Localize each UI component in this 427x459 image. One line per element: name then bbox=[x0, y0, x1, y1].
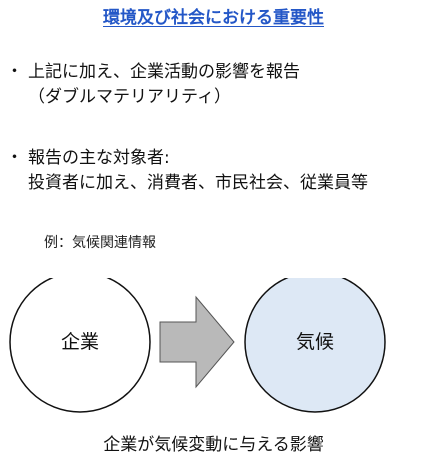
impact-diagram: 企業 気候 bbox=[9, 278, 386, 413]
bullet-text-line-2: （ダブルマテリアリティ） bbox=[28, 87, 231, 107]
bullet-marker: ・ bbox=[6, 148, 23, 168]
company-node bbox=[9, 278, 151, 413]
bullet-marker: ・ bbox=[6, 62, 23, 82]
climate-node-label: 気候 bbox=[296, 331, 334, 353]
page-title: 環境及び社会における重要性 bbox=[103, 8, 324, 28]
company-node-label: 企業 bbox=[61, 331, 99, 353]
bullet-text-line-2: 投資者に加え、消費者、市民社会、従業員等 bbox=[28, 173, 368, 193]
bullet-item-double-materiality: ・ 上記に加え、企業活動の影響を報告 （ダブルマテリアリティ） bbox=[6, 60, 300, 110]
climate-node bbox=[244, 278, 386, 413]
diagram-caption: 企業が気候変動に与える影響 bbox=[103, 435, 324, 455]
example-label: 例：気候関連情報 bbox=[44, 235, 156, 251]
bullet-text-line-1: 報告の主な対象者: bbox=[28, 148, 170, 168]
bullet-item-audience: ・ 報告の主な対象者: 投資者に加え、消費者、市民社会、従業員等 bbox=[6, 146, 368, 196]
bullet-text-line-1: 上記に加え、企業活動の影響を報告 bbox=[28, 62, 300, 82]
impact-arrow bbox=[159, 295, 235, 389]
